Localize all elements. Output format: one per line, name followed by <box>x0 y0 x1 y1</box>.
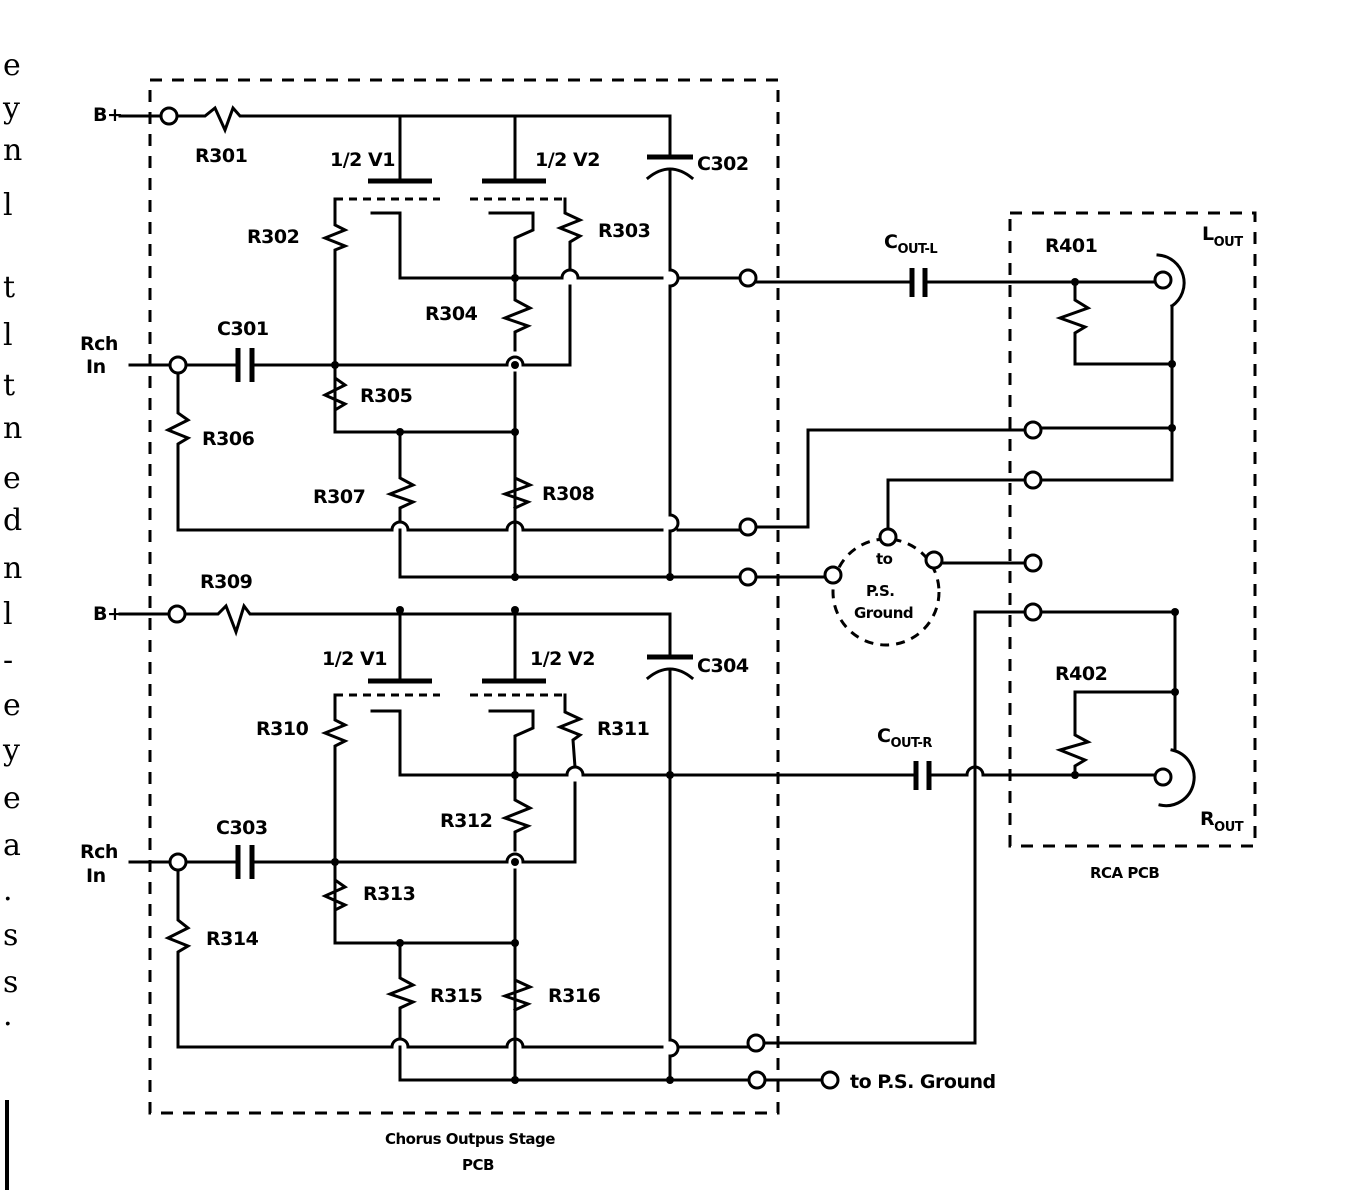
margin-letter: s <box>3 918 18 953</box>
rch-in-terminal-bottom <box>168 852 188 872</box>
r311-label: R311 <box>597 718 649 740</box>
rca-pcb-label: RCA PCB <box>1090 864 1159 882</box>
r308-label: R308 <box>542 483 595 505</box>
ground-circle-ground: Ground <box>854 604 913 622</box>
margin-letter: . <box>3 998 13 1033</box>
margin-letter: l <box>3 318 13 353</box>
margin-letter: n <box>3 411 22 446</box>
r306-label: R306 <box>202 428 255 450</box>
ps-ground-terminal <box>820 1070 840 1090</box>
bottom-stage: B+ Rch In R309 1/2 V1 1/2 V2 C304 R310 R… <box>80 571 907 1090</box>
c301-label: C301 <box>217 318 269 340</box>
chorus-pcb-label-line2: PCB <box>462 1156 494 1174</box>
chorus-pcb-label-line1: Chorus Outpus Stage <box>385 1130 555 1148</box>
r307-label: R307 <box>313 486 365 508</box>
ps-ground-label: to P.S. Ground <box>850 1071 996 1093</box>
r402-label: R402 <box>1055 663 1107 685</box>
r316-label: R316 <box>548 985 601 1007</box>
v1-label: 1/2 V1 <box>322 648 387 670</box>
ground-circle-to: to <box>876 550 893 568</box>
ground-terminal-bottom <box>747 1070 767 1090</box>
r302-label: R302 <box>247 226 299 248</box>
ground-terminal-left <box>823 565 843 585</box>
ground-terminal-upper <box>878 527 898 547</box>
margin-letter: y <box>2 733 20 768</box>
margin-letter: a <box>3 828 21 863</box>
margin-letter: y <box>2 91 20 126</box>
rout-jack <box>1153 767 1173 787</box>
rca-pcb-outline <box>1008 211 1257 848</box>
rca-terminal-4 <box>1023 602 1043 622</box>
bplus-terminal-bottom <box>167 604 187 624</box>
rca-terminal-2 <box>1023 470 1043 490</box>
r303-label: R303 <box>598 220 650 242</box>
margin-letter: t <box>3 270 15 305</box>
output-terminal-top <box>738 268 758 288</box>
rch-in-label: In <box>86 865 106 887</box>
output-terminal-bottom <box>746 1033 766 1053</box>
margin-letter: e <box>3 461 21 496</box>
ground-circle <box>831 537 941 647</box>
c304-label: C304 <box>697 655 749 677</box>
r314-label: R314 <box>206 928 259 950</box>
r310-label: R310 <box>256 718 309 740</box>
lout-jack <box>1153 270 1173 290</box>
r309-label: R309 <box>200 571 252 593</box>
r304-label: R304 <box>425 303 478 325</box>
v2-label: 1/2 V2 <box>535 149 600 171</box>
margin-letter: l <box>3 188 13 223</box>
margin-letter: e <box>3 688 21 723</box>
margin-letter: - <box>3 643 13 678</box>
v1-label: 1/2 V1 <box>330 149 395 171</box>
margin-text: e y n l t l t n e d n l - e y e a . s s … <box>2 48 22 1190</box>
cout-r-label: COUT-R <box>877 725 932 751</box>
margin-letter: s <box>3 965 18 1000</box>
r401-label: R401 <box>1045 235 1097 257</box>
ground-terminal-top <box>738 567 758 587</box>
margin-letter: t <box>3 368 15 403</box>
rout-label: ROUT <box>1200 808 1244 835</box>
bplus-label: B+ <box>93 104 122 126</box>
margin-letter: e <box>3 48 21 83</box>
margin-letter: d <box>3 503 22 538</box>
cout-l-label: COUT-L <box>884 231 937 257</box>
rch-label: Rch <box>80 841 118 863</box>
ground-return-terminal-top <box>738 517 758 537</box>
rca-terminal-1 <box>1023 420 1043 440</box>
chorus-pcb-outline <box>148 78 780 1115</box>
margin-letter: n <box>3 133 22 168</box>
r312-label: R312 <box>440 810 492 832</box>
r315-label: R315 <box>430 985 482 1007</box>
bplus-label: B+ <box>93 603 122 625</box>
margin-letter: n <box>3 551 22 586</box>
margin-letter: . <box>3 873 13 908</box>
ground-circle-ps: P.S. <box>866 582 894 600</box>
rch-label: Rch <box>80 333 118 355</box>
r301-label: R301 <box>195 145 247 167</box>
margin-letter: e <box>3 781 21 816</box>
ground-terminal-right <box>924 550 944 570</box>
r305-label: R305 <box>360 385 412 407</box>
v2-label: 1/2 V2 <box>530 648 595 670</box>
rca-section: COUT-L R401 LOUT R402 COUT-R ROUT RCA PC… <box>754 223 1244 1093</box>
rch-in-label: In <box>86 356 106 378</box>
rch-in-terminal-top <box>168 355 188 375</box>
rca-terminal-3 <box>1023 553 1043 573</box>
margin-letter: l <box>3 597 13 632</box>
lout-label: LOUT <box>1202 223 1243 250</box>
r313-label: R313 <box>363 883 415 905</box>
bplus-terminal-top <box>159 106 179 126</box>
top-stage: B+ Rch In R301 1/2 V1 1/2 V2 C302 R302 R… <box>80 104 758 587</box>
c303-label: C303 <box>216 817 268 839</box>
c302-label: C302 <box>697 153 749 175</box>
